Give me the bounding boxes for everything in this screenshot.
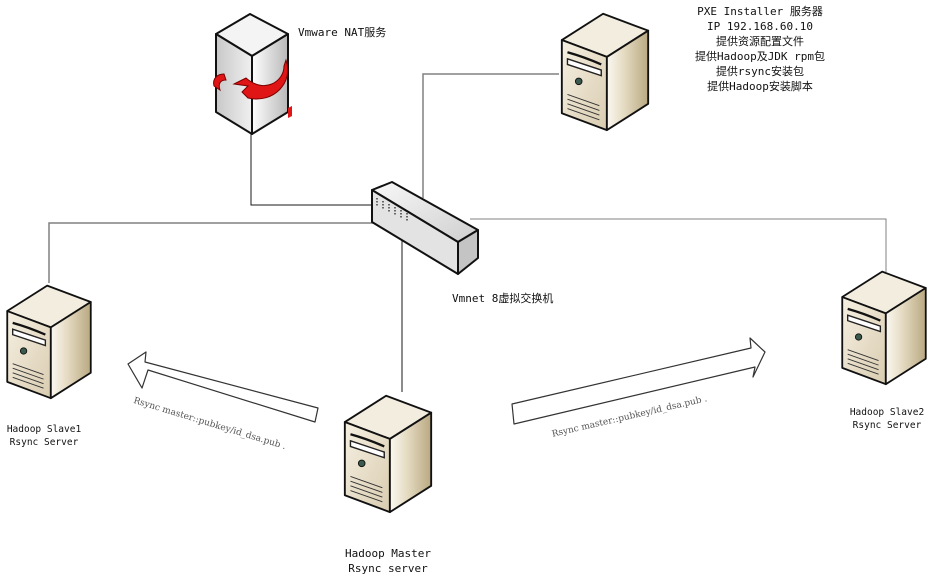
pxe-line-1: PXE Installer 服务器: [697, 5, 823, 18]
nat-label: Vmware NAT服务: [298, 26, 387, 39]
connection-lines: [48, 73, 887, 392]
slave1-label: Hadoop Slave1 Rsync Server: [2, 423, 86, 449]
slave1-server-icon: [6, 284, 92, 400]
switch-label: Vmnet 8虚拟交换机: [452, 292, 554, 305]
link-nat-switch: [250, 132, 372, 206]
slave2-label: Hadoop Slave2 Rsync Server: [845, 406, 929, 432]
pxe-line-5: 提供rsync安装包: [715, 65, 805, 78]
slave2-line-1: Hadoop Slave2: [849, 407, 925, 418]
pxe-server-icon: [560, 12, 650, 132]
pxe-line-4: 提供Hadoop及JDK rpm包: [694, 50, 826, 63]
slave2-line-2: Rsync Server: [852, 420, 922, 431]
slave2-server-icon: [841, 270, 927, 386]
arrow-master-to-slave2: [511, 337, 766, 425]
master-line-1: Hadoop Master: [344, 547, 432, 560]
pxe-line-6: 提供Hadoop安装脚本: [707, 80, 813, 93]
link-slave1-switch: [48, 222, 400, 283]
nat-server-icon: [213, 13, 292, 135]
master-line-2: Rsync server: [348, 562, 428, 575]
master-label: Hadoop Master Rsync server: [336, 546, 440, 576]
slave1-line-2: Rsync Server: [9, 437, 79, 448]
slave1-line-1: Hadoop Slave1: [6, 424, 82, 435]
arrow-master-to-slave1: [127, 351, 319, 423]
pxe-info-label: PXE Installer 服务器 IP 192.168.60.10 提供资源配…: [680, 4, 840, 94]
pxe-line-2: IP 192.168.60.10: [707, 20, 813, 33]
pxe-line-3: 提供资源配置文件: [716, 35, 804, 48]
network-switch-icon: [371, 181, 479, 275]
master-server-icon: [343, 394, 433, 514]
link-pxe-switch: [422, 73, 559, 198]
link-slave2-switch: [470, 218, 887, 272]
